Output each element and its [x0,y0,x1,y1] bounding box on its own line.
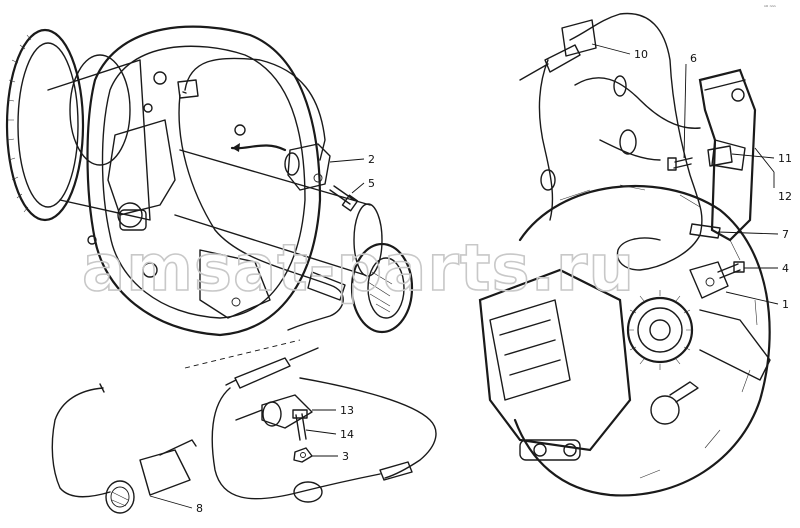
callout-2: 2 [368,153,375,166]
callout-13: 13 [340,404,354,417]
front-harness-lower [184,339,437,503]
sensor-bolt-5 [329,185,359,212]
gear-ring-inner [17,42,79,208]
front-sensor-harness [519,12,745,299]
callouts: 2 5 10 6 11 12 7 4 1 13 14 3 [149,43,792,515]
rear-wheel-speed-sensor [284,143,331,191]
rear-reluctor-ring [350,242,414,334]
callout-8: 8 [196,502,203,515]
watermark: amsat-parts.ru [82,232,635,306]
callout-4: 4 [782,262,789,275]
callout-6: 6 [690,52,697,65]
callout-14: 14 [340,428,354,441]
rear-sensor-harness [177,57,346,331]
front-knuckle-assembly [478,68,771,497]
corner-mark: ⁿ⁰ ⁿⁿⁿ [764,5,776,11]
callout-10: 10 [634,48,648,61]
callout-7: 7 [782,228,789,241]
rear-harness-8 [51,383,197,514]
callout-12: 12 [778,190,792,203]
callout-1: 1 [782,298,789,311]
callout-3: 3 [342,450,349,463]
callout-5: 5 [368,177,375,190]
callout-11: 11 [778,152,792,165]
rear-hub-assembly [5,25,383,337]
gear-ring-outer [5,28,85,222]
